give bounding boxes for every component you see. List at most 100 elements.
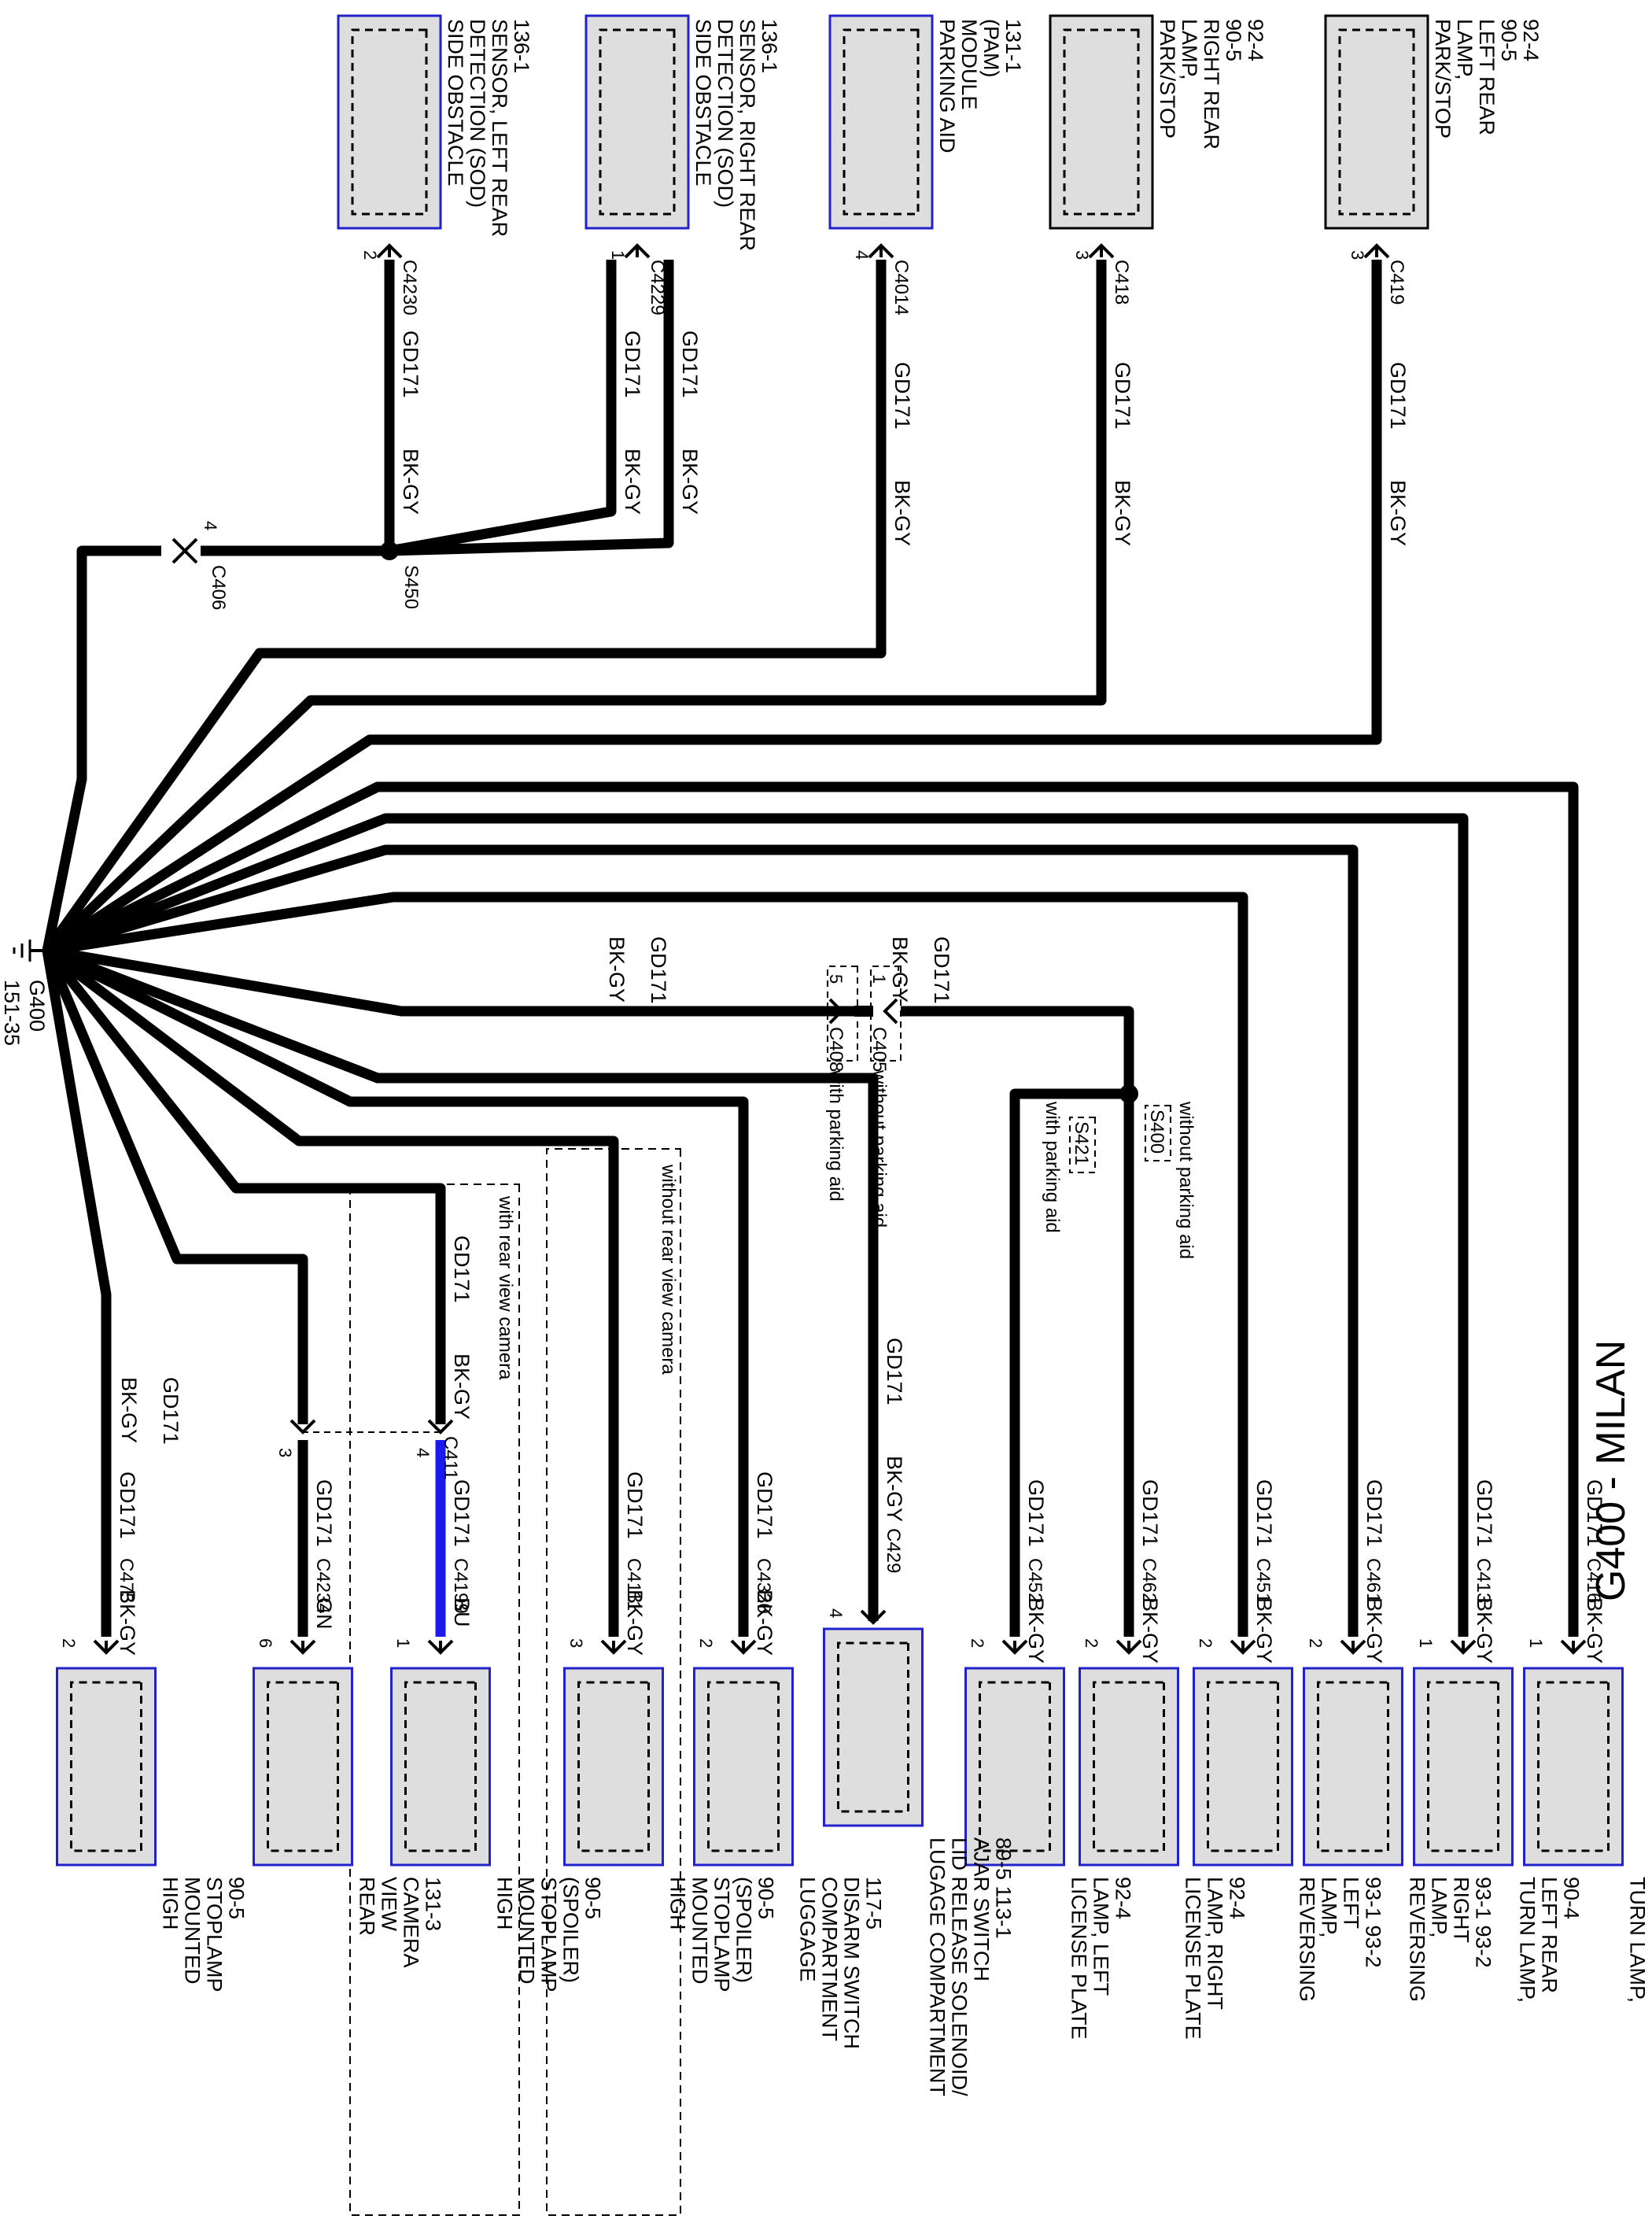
bottom-2-component: [1414, 1668, 1513, 1865]
top-1-component: [1326, 16, 1428, 228]
condition-without-parking-aid-c405: without parking aid: [868, 1069, 890, 1228]
bottom-5-connector-symbol: [1117, 1641, 1141, 1652]
wire-label-h-circuit-1: GD171: [647, 936, 670, 1004]
top-2-label-line-1: PARK/STOP: [1156, 19, 1179, 138]
top-2-pin: 3: [1072, 250, 1092, 260]
bottom-1-label-line-2: RIGHT REAR: [1648, 1877, 1652, 2007]
top-1-label-line-4: 90-5: [1497, 19, 1521, 61]
wire-label-color-11: BK-GY: [1138, 1597, 1162, 1664]
bottom-7-connector: C429: [883, 1528, 904, 1573]
bottom-2-connector: C413: [1473, 1558, 1494, 1603]
bottom-1-label-line-1: TURN LAMP,: [1626, 1877, 1650, 2003]
wire-label-circuit-4: GD171: [678, 330, 702, 398]
bottom-8-component: [695, 1668, 793, 1865]
bottom-3-label-line-2: LAMP,: [1428, 1877, 1451, 1938]
bottom-10-label-line-3: STOPLAMP: [537, 1877, 561, 1992]
bottom-7-label-line-4: 89-5 113-1: [992, 1837, 1016, 1939]
bottom-7-label-line-3: AJAR SWITCH: [970, 1837, 994, 1981]
top-5-label-line-1: SIDE OBSTACLE: [444, 19, 467, 186]
bottom-12-connector-symbol: [94, 1641, 118, 1652]
bottom-8-label-line-4: 117-5: [862, 1877, 886, 1929]
wire-label-color-17: BU: [450, 1597, 474, 1627]
wire-label-circuit-18: GD171: [312, 1479, 336, 1547]
bottom-1-connector: C416: [1583, 1558, 1604, 1603]
s421-label: S421: [1071, 1121, 1092, 1165]
top-2-label-line-3: RIGHT REAR: [1200, 19, 1223, 150]
top-4-pin: 1: [608, 250, 628, 260]
top-2-label-line-2: LAMP,: [1178, 19, 1201, 80]
bottom-10-component: [392, 1668, 490, 1865]
bottom-2-connector-symbol: [1451, 1641, 1475, 1652]
bottom-5-label-line-1: LICENSE PLATE: [1182, 1877, 1205, 2040]
bottom-5-component: [1080, 1668, 1178, 1865]
bottom-3-label-line-3: RIGHT: [1450, 1877, 1473, 1943]
bottom-10-label-line-4: (SPOILER): [559, 1877, 583, 1983]
s450-label: S450: [400, 565, 422, 609]
top-1-label-line-3: LEFT REAR: [1475, 19, 1499, 135]
s400-label: S400: [1146, 1110, 1167, 1154]
bottom-9-label-line-1: HIGH: [666, 1877, 690, 1930]
bottom-9-label-line-5: 90-5: [754, 1877, 778, 1919]
wire-c405-to-s400: [901, 1011, 1129, 1094]
wire-label-circuit-6: GD171: [399, 330, 422, 398]
bottom-9-label-line-2: MOUNTED: [688, 1877, 712, 1985]
bottom-2-label-line-3: 90-4: [1560, 1877, 1584, 1919]
c411-pin-4: 4: [413, 1448, 433, 1457]
wire-label-h-color-1: BK-GY: [605, 936, 629, 1003]
top-5-label-line-2: DETECTION (SOD): [466, 19, 489, 208]
bottom-1-connector-symbol: [1562, 1641, 1585, 1652]
bottom-4-label-line-2: LAMP,: [1318, 1877, 1341, 1938]
top-3-connector-symbol: [869, 246, 893, 257]
c405-label: C405: [868, 1027, 890, 1072]
c411-pin-3: 3: [275, 1448, 295, 1457]
wire-label-color-14: BK-GY: [753, 1590, 776, 1656]
bottom-2-label-line-2: LEFT REAR: [1538, 1877, 1562, 1993]
bottom-6-label-line-1: LICENSE PLATE: [1068, 1877, 1091, 2040]
condition-with-rear-view-camera: with rear view camera: [495, 1195, 516, 1380]
ground-ref: 151-35: [0, 980, 24, 1046]
top-3-connector: C4014: [891, 260, 912, 316]
top-2-label-line-4: 90-5: [1222, 19, 1245, 61]
bottom-4-component: [1194, 1668, 1292, 1865]
bottom-5-connector: C462: [1138, 1558, 1160, 1603]
bottom-10-label-line-5: 90-5: [581, 1877, 605, 1919]
wire-label-color-6: BK-GY: [399, 449, 422, 515]
wire-label-h-circuit-3: GD171: [159, 1377, 183, 1445]
bottom-8-label-line-3: DISARM SWITCH: [840, 1877, 864, 2049]
top-1-label-line-1: PARK/STOP: [1431, 19, 1455, 138]
top-1-label-line-2: LAMP,: [1453, 19, 1477, 80]
bottom-12-label-line-4: 90-5: [225, 1877, 249, 1919]
wire-label-circuit-16: GD171: [450, 1235, 474, 1303]
top-3-label-line-3: (PAM): [979, 19, 1003, 78]
wire-label-color-1: BK-GY: [1386, 480, 1410, 546]
bottom-12-label-line-3: STOPLAMP: [203, 1877, 227, 1992]
wire-label-color-15: BK-GY: [623, 1590, 647, 1656]
wire-label-circuit-10: GD171: [1252, 1479, 1276, 1547]
bottom-12-component: [57, 1668, 156, 1865]
top-5-label-line-3: SENSOR, LEFT REAR: [488, 19, 511, 237]
top-4-component: [586, 16, 688, 228]
condition-without-parking-aid-s400: without parking aid: [1175, 1101, 1197, 1259]
wire-label-h-color-3: BK-GY: [117, 1377, 141, 1443]
wire-label-color-5: BK-GY: [621, 449, 644, 515]
bottom-10-connector-symbol: [429, 1641, 452, 1652]
wire-label-circuit-8: GD171: [1473, 1479, 1496, 1547]
wire-label-color-2: BK-GY: [1111, 480, 1134, 546]
bottom-3-pin: 2: [1306, 1638, 1326, 1648]
top-3-label-line-1: PARKING AID: [935, 19, 959, 153]
bottom-9-connector-symbol: [602, 1641, 625, 1652]
bottom-3-label-line-1: REVERSING: [1406, 1877, 1429, 2002]
bottom-6-label-line-3: 92-4: [1112, 1877, 1135, 1919]
bottom-4-connector: C451: [1252, 1558, 1274, 1603]
bottom-10-pin: 1: [393, 1638, 413, 1648]
bottom-11-label-line-3: CAMERA: [400, 1877, 423, 1968]
bottom-9-label-line-3: STOPLAMP: [710, 1877, 734, 1992]
top-1-connector: C419: [1386, 260, 1407, 305]
wire-label-circuit-12: GD171: [1024, 1479, 1048, 1547]
condition-with-parking-aid-c408: with parking aid: [825, 1069, 846, 1202]
top-5-connector-symbol: [378, 246, 401, 257]
wire-s421-to-c452: [1015, 1094, 1129, 1637]
bottom-7-label-line-2: LID RELEASE SOLENOID/: [948, 1837, 972, 2096]
top-3-label-line-2: MODULE: [957, 19, 981, 110]
